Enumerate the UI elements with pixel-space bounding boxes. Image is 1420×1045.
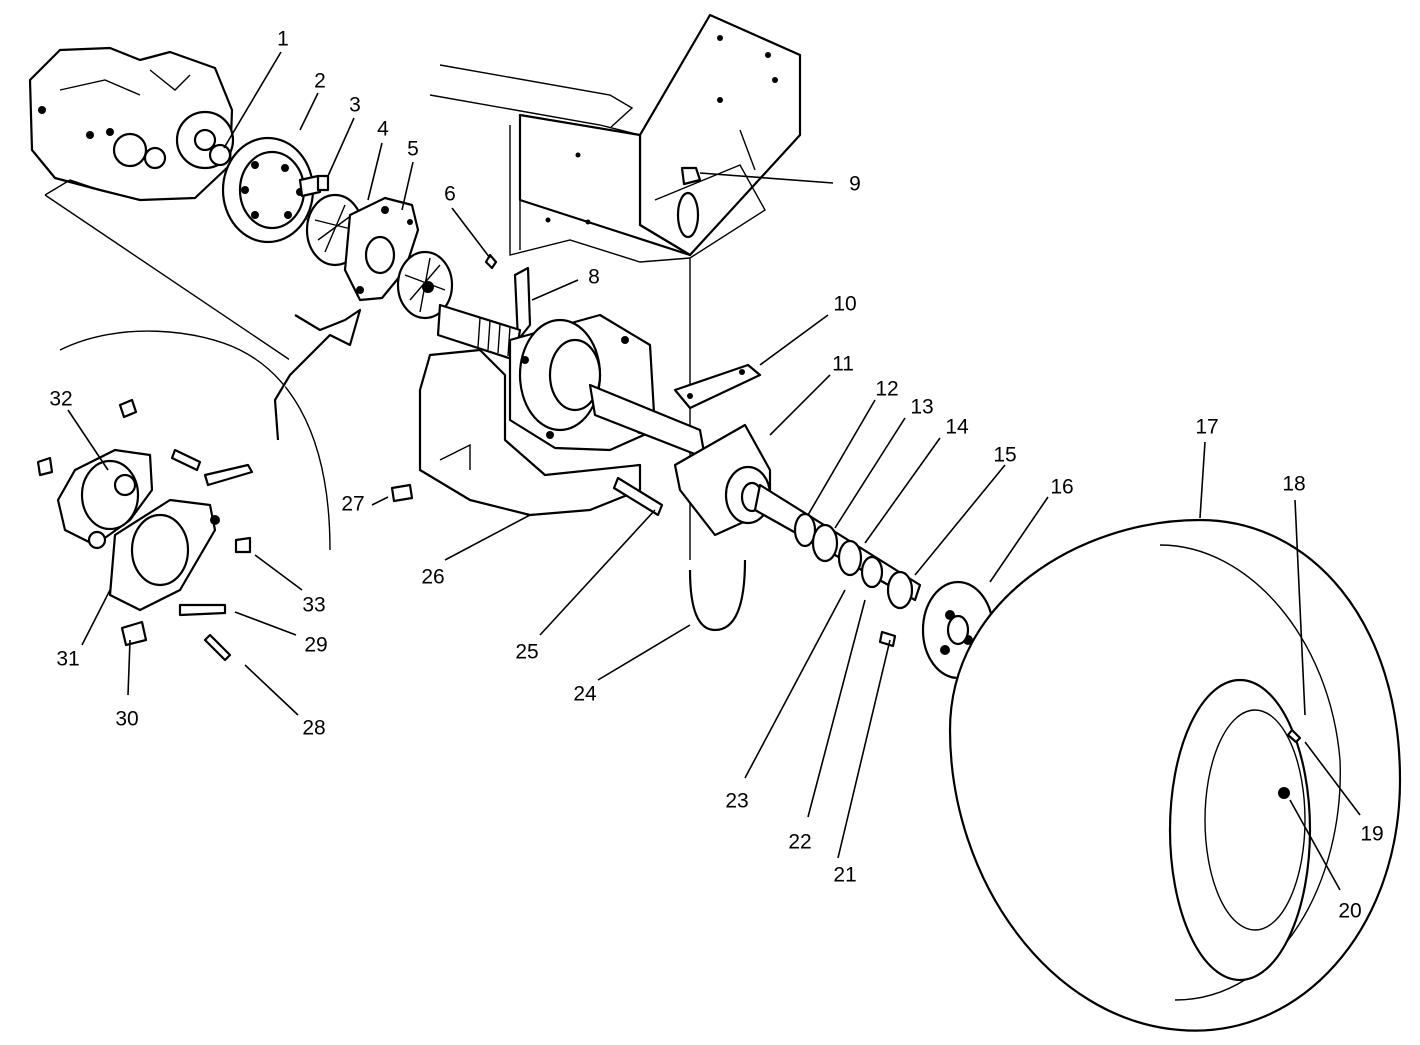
label-part-2: 2 (314, 70, 326, 93)
label-part-10: 10 (833, 293, 856, 316)
label-part-17: 17 (1195, 416, 1218, 439)
label-part-23: 23 (725, 790, 748, 813)
label-part-19: 19 (1360, 823, 1383, 846)
transmission (28, 46, 235, 202)
bracket-8 (513, 266, 532, 342)
label-part-9: 9 (849, 173, 861, 196)
plate-10 (673, 363, 762, 410)
label-part-20: 20 (1338, 900, 1361, 923)
label-part-4: 4 (377, 118, 389, 141)
label-part-14: 14 (945, 416, 969, 439)
label-part-11: 11 (832, 353, 854, 376)
frame-chassis (429, 13, 802, 560)
label-part-1: 1 (277, 28, 289, 51)
label-part-6: 6 (444, 183, 456, 206)
label-part-5: 5 (407, 138, 419, 161)
label-part-29: 29 (304, 634, 327, 657)
label-part-12: 12 (875, 378, 898, 401)
label-part-21: 21 (833, 864, 856, 887)
bolt-27 (390, 483, 414, 503)
leader-lines (67, 51, 1361, 891)
bolt-3 (298, 174, 330, 198)
bolt-6 (484, 253, 498, 270)
label-part-13: 13 (910, 396, 933, 419)
label-part-16: 16 (1050, 476, 1073, 499)
brake-assembly (36, 330, 331, 662)
label-part-31: 31 (56, 648, 79, 671)
label-part-15: 15 (993, 444, 1016, 467)
bearing-block-11 (673, 423, 772, 537)
label-part-30: 30 (115, 708, 138, 731)
label-part-18: 18 (1282, 473, 1305, 496)
label-part-33: 33 (302, 594, 325, 617)
bolt-21 (878, 630, 897, 648)
tire-17 (948, 518, 1402, 1032)
u-bolt-24 (688, 559, 747, 632)
part-labels: 1 2 3 4 5 6 8 9 10 11 12 13 14 15 16 17 … (49, 28, 1383, 923)
label-part-22: 22 (788, 831, 811, 854)
bolt-25 (612, 476, 664, 517)
label-part-28: 28 (302, 717, 325, 740)
label-part-8: 8 (588, 266, 600, 289)
label-part-27: 27 (341, 493, 364, 516)
label-part-32: 32 (49, 388, 72, 411)
label-part-3: 3 (349, 94, 361, 117)
label-part-25: 25 (515, 641, 538, 664)
axle-housing (418, 313, 707, 517)
coupler-hub (221, 136, 315, 244)
bearings-washers (793, 512, 914, 610)
reference-line-left (44, 194, 291, 361)
direction-arrow (273, 308, 362, 441)
flex-plate (396, 250, 454, 320)
label-part-26: 26 (421, 566, 444, 589)
label-part-24: 24 (573, 683, 597, 706)
